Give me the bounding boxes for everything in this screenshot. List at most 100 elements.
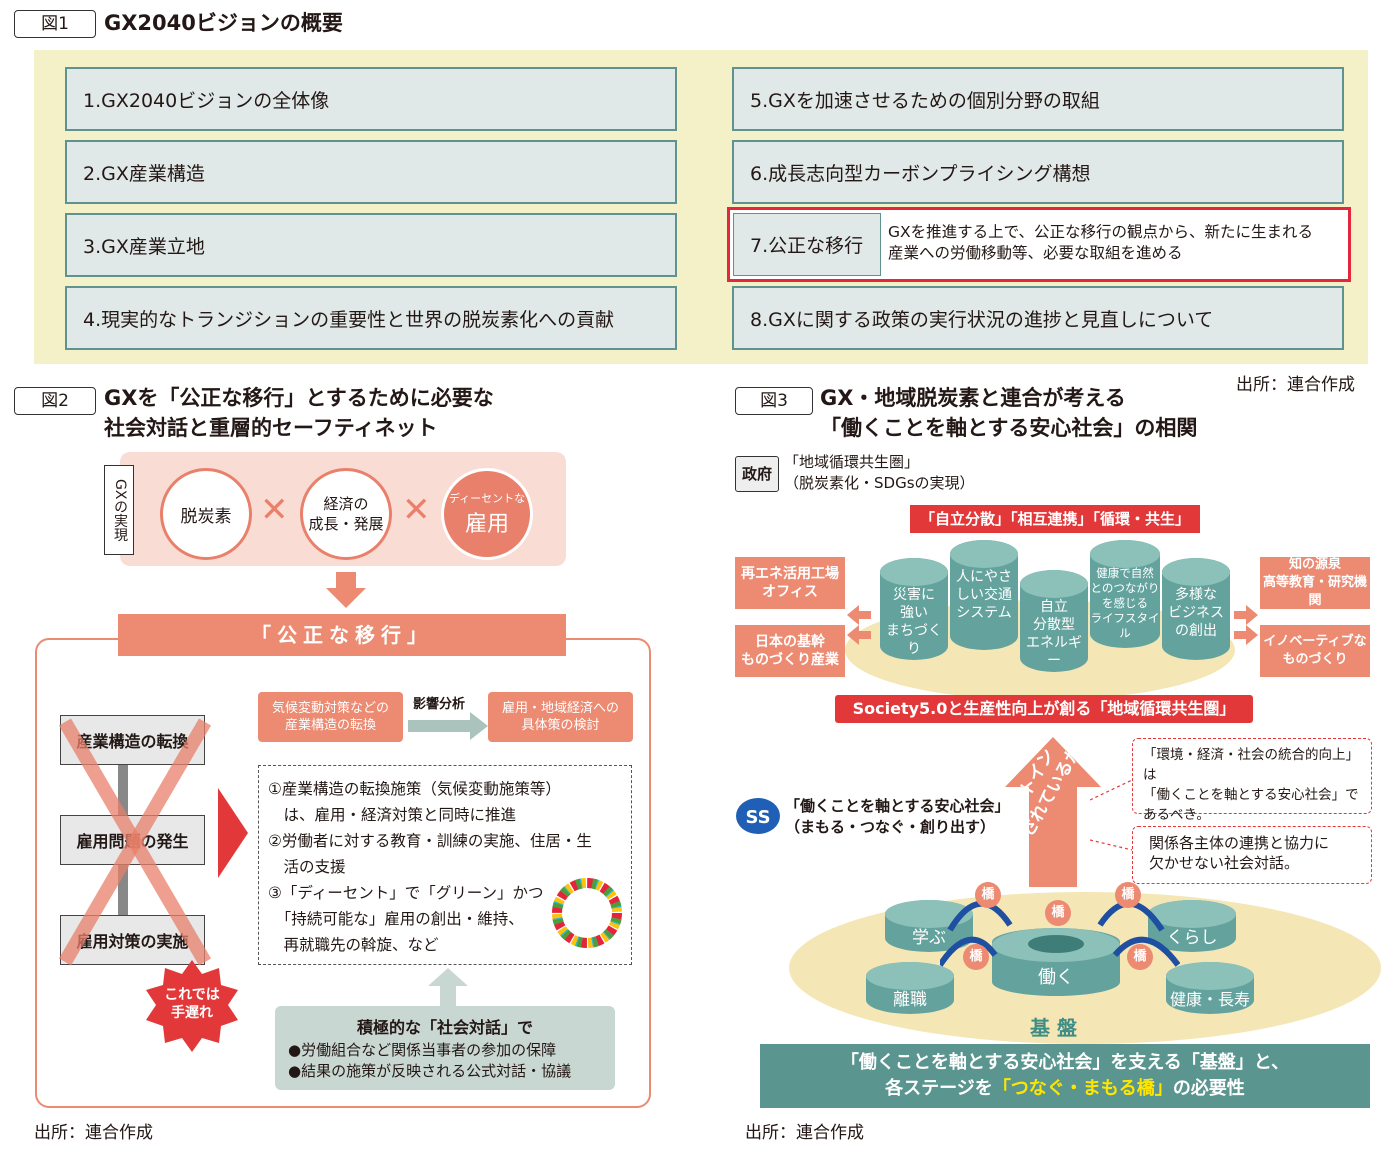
fig1-tag: 図1 [14, 10, 96, 38]
sdgs-wheel-icon [552, 878, 622, 948]
society50-bar: Society5.0と生産性向上が創る「地域循環共生圏」 [835, 695, 1253, 723]
gov-line: （脱炭素化・SDGsの実現） [784, 474, 975, 492]
circle-label: 経済の [323, 495, 369, 513]
measure-line: 再就職先の斡旋、など [268, 936, 439, 954]
title-line: 社会対話と重層的セーフティネット [104, 416, 438, 440]
cylinder-transport: 人にやさ しい交通 システム [950, 540, 1018, 650]
cyl-line: しい交通 [956, 587, 1012, 603]
title-line: 「働くことを軸とする安心社会」の相関 [820, 416, 1198, 440]
box-line: ものづくり産業 [741, 652, 839, 668]
cylinder-top [1148, 900, 1236, 928]
up-arrow-large-icon [1005, 737, 1101, 887]
cylinder-business: 多様な ビジネス の創出 [1162, 558, 1230, 660]
bridge-badge: 橋 [1127, 944, 1153, 970]
box-line: 気候変動対策などの [271, 701, 389, 716]
circle-label: 脱炭素 [180, 506, 232, 527]
measures-text: ①産業構造の転換施策（気候変動施策等） は、雇用・経済対策と同時に推進 ②労働者… [268, 776, 592, 958]
rengo-line: 「働くことを軸とする安心社会」 [785, 797, 1010, 815]
cross-out-icon [58, 718, 212, 966]
right-triangle-icon [218, 788, 248, 878]
circle-economic-growth: 経済の 成長・発展 [300, 468, 392, 560]
government-text: 「地域循環共生圏」 （脱炭素化・SDGsの実現） [784, 452, 975, 494]
cyl-line: 自立 [1040, 599, 1068, 615]
fig1-item-8: 8.GXに関する政策の実行状況の進捗と見直しについて [732, 286, 1344, 350]
note-integrated-improvement: 「環境・経済・社会の統合的向上」は 「働くことを軸とする安心社会」で あるべき。 [1132, 738, 1372, 823]
title-line: GX・地域脱炭素と連合が考える [820, 386, 1126, 410]
measure-line: ①産業構造の転換施策（気候変動施策等） [268, 780, 561, 798]
cyl-line: まちづくり [886, 623, 942, 657]
cyl-line: を感じる [1102, 596, 1148, 610]
cyl-line: ライフスタイル [1090, 611, 1160, 640]
fig1-item-5: 5.GXを加速させるための個別分野の取組 [732, 67, 1344, 131]
impact-analysis-label: 影響分析 [413, 697, 466, 712]
rengo-text: 「働くことを軸とする安心社会」 （まもる・つなぐ・創り出す） [785, 796, 1010, 838]
cyl-line: 分散型 [1033, 617, 1075, 633]
cyl-line: 人にやさ [956, 569, 1012, 585]
principles-bar: 「自立分散」「相互連携」「循環・共生」 [910, 505, 1200, 533]
bridge-badge: 橋 [963, 944, 989, 970]
circle-decarbonization: 脱炭素 [160, 468, 252, 560]
social-dialogue-items: ●労働組合など関係当事者の参加の保障 ●結果の施策が反映される公式対話・協議 [288, 1040, 571, 1082]
fig1-item-4: 4.現実的なトランジションの重要性と世界の脱炭素化への貢献 [65, 286, 677, 350]
fig3-source: 出所：連合作成 [745, 1123, 864, 1143]
gov-line: 「地域循環共生圏」 [784, 453, 920, 471]
cylinder-energy: 自立 分散型 エネルギー [1020, 570, 1088, 672]
box-innovative-manufacturing: イノベーティブな ものづくり [1260, 625, 1370, 677]
fig2-title: GXを「公正な移行」とするために必要な 社会対話と重層的セーフティネット [104, 383, 494, 443]
box-higher-education: 知の源泉 高等教育・研究機関 [1260, 557, 1370, 609]
cylinder-top [1020, 570, 1088, 598]
note-social-dialogue: 関係各主体の連携と協力に 欠かせない社会対話。 [1132, 826, 1372, 884]
fig1-item-7-highlight: 7.公正な移行 GXを推進する上で、公正な移行の観点から、新たに生まれる 産業へ… [727, 207, 1351, 282]
circle-decent-employment: ディーセントな 雇用 [441, 468, 533, 560]
fig1-item-3: 3.GX産業立地 [65, 213, 677, 277]
right-arrow-icon [408, 712, 488, 740]
down-arrow-icon [326, 572, 366, 608]
fig3-tag: 図3 [735, 387, 813, 415]
foundation-label: 基 盤 [1030, 1016, 1077, 1040]
cyl-line: とのつながり [1090, 581, 1160, 595]
box-core-manufacturing: 日本の基幹 ものづくり産業 [735, 625, 845, 677]
social-dialogue-title: 積極的な「社会対話」で [356, 1018, 533, 1037]
times-icon: ✕ [260, 490, 289, 530]
box-line: 知の源泉 [1288, 557, 1341, 572]
fig1-title: GX2040ビジョンの概要 [104, 11, 343, 35]
fig2-tag: 図2 [14, 387, 96, 415]
box-line: イノベーティブな [1263, 634, 1367, 649]
measure-line: は、雇用・経済対策と同時に推進 [268, 806, 517, 824]
stage-label: くらし [1166, 928, 1218, 948]
dialog-item: ●労働組合など関係当事者の参加の保障 [288, 1041, 557, 1059]
bridge-badge: 橋 [1045, 900, 1071, 926]
box-line: 産業構造の転換 [284, 718, 376, 733]
box-line: 再エネ活用工場 [741, 566, 839, 582]
fig1-source: 出所：連合作成 [1236, 375, 1355, 395]
measure-line: 「持続可能な」雇用の創出・維持、 [268, 910, 524, 928]
fig2-source: 出所：連合作成 [34, 1123, 153, 1143]
cyl-line: システム [956, 605, 1012, 621]
fig1-item-7-desc: GXを推進する上で、公正な移行の観点から、新たに生まれる 産業への労働移動等、必… [888, 222, 1313, 264]
bridge-badge: 橋 [1115, 882, 1141, 908]
cyl-line: 多様な [1175, 587, 1217, 603]
stage-label: 離職 [893, 990, 927, 1010]
box-industrial-shift-measures: 気候変動対策などの 産業構造の転換 [258, 692, 403, 742]
foundation-bar: 「働くことを軸とする安心社会」を支える「基盤」と、 各ステージを「つなぐ・まもる… [760, 1044, 1370, 1108]
stage-life: くらし [1148, 900, 1236, 952]
box-line: ものづくり [1282, 652, 1348, 667]
measure-line: ③「ディーセント」で「グリーン」かつ [268, 884, 544, 902]
cylinder-top [880, 558, 948, 586]
dialog-item: ●結果の施策が反映される公式対話・協議 [288, 1062, 572, 1080]
cyl-line: 強い [900, 605, 928, 621]
fig1-item-1: 1.GX2040ビジョンの全体像 [65, 67, 677, 131]
cylinder-top [1090, 540, 1160, 568]
fig1-item-6: 6.成長志向型カーボンプライシング構想 [732, 140, 1344, 204]
desc-line: GXを推進する上で、公正な移行の観点から、新たに生まれる [888, 223, 1314, 241]
cylinder-top [1162, 558, 1230, 586]
social-dialogue-box [275, 1006, 615, 1090]
government-badge: 政府 [735, 456, 779, 492]
bar-line: 各ステージを「つなぐ・まもる橋」の必要性 [760, 1076, 1370, 1102]
bar-text: の必要性 [1172, 1078, 1245, 1099]
cylinder-top [866, 962, 954, 990]
box-line: 高等教育・研究機関 [1262, 575, 1367, 608]
fig1-item-7: 7.公正な移行 [733, 213, 881, 276]
too-late-text: これでは 手遅れ [144, 986, 240, 1022]
bar-line: 「働くことを軸とする安心社会」を支える「基盤」と、 [840, 1052, 1290, 1073]
